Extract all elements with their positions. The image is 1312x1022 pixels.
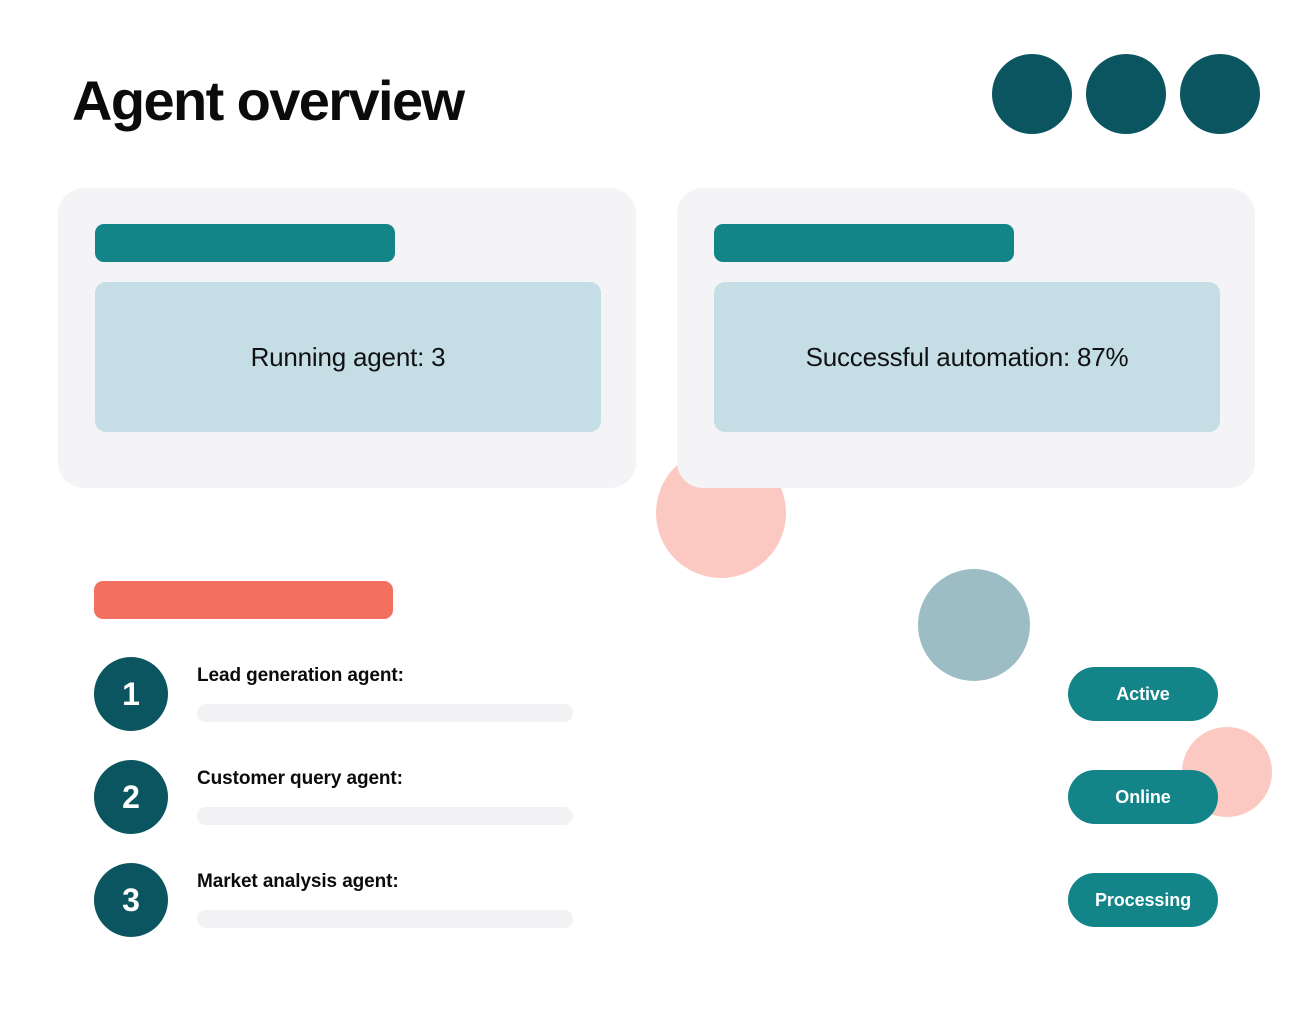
header-decorative-dots (992, 54, 1260, 134)
agent-detail-placeholder-bar (197, 910, 573, 928)
status-badge-online[interactable]: Online (1068, 770, 1218, 824)
agent-list: 1 Lead generation agent: 2 Customer quer… (94, 657, 574, 966)
list-item[interactable]: 1 Lead generation agent: (94, 657, 574, 760)
agent-name-label: Customer query agent: (197, 768, 403, 789)
agent-number-label: 3 (122, 882, 140, 918)
list-item[interactable]: 3 Market analysis agent: (94, 863, 574, 966)
stat-card-panel-2: Successful automation: 87% (714, 282, 1220, 432)
page-title: Agent overview (72, 69, 465, 132)
agent-body: Market analysis agent: (197, 871, 574, 928)
stat-card-successful-automation[interactable]: Successful automation: 87% (677, 188, 1255, 488)
status-badge-active[interactable]: Active (1068, 667, 1218, 721)
agent-number-label: 1 (122, 676, 140, 712)
agent-number-badge: 3 (94, 863, 168, 937)
circle-icon-1 (992, 54, 1072, 134)
agent-name-label: Market analysis agent: (197, 871, 399, 892)
status-pill-group: Active Online Processing (1068, 667, 1218, 927)
circle-icon-3 (1180, 54, 1260, 134)
agent-body: Customer query agent: (197, 768, 574, 825)
circle-icon-2 (1086, 54, 1166, 134)
section-heading-placeholder-bar (94, 581, 393, 619)
agent-detail-placeholder-bar (197, 704, 573, 722)
agent-number-label: 2 (122, 779, 140, 815)
stat-card-running-agents[interactable]: Running agent: 3 (58, 188, 636, 488)
stat-card-value-2: Successful automation: 87% (805, 341, 1129, 372)
steel-circle-decoration (918, 569, 1030, 681)
agent-number-badge: 2 (94, 760, 168, 834)
status-badge-processing[interactable]: Processing (1068, 873, 1218, 927)
stat-card-title-placeholder-2 (714, 224, 1014, 262)
stat-card-value-1: Running agent: 3 (250, 341, 446, 372)
list-item[interactable]: 2 Customer query agent: (94, 760, 574, 863)
agent-number-badge: 1 (94, 657, 168, 731)
agent-body: Lead generation agent: (197, 665, 574, 722)
agent-name-label: Lead generation agent: (197, 665, 404, 686)
stat-card-title-placeholder-1 (95, 224, 395, 262)
stat-card-panel-1: Running agent: 3 (95, 282, 601, 432)
agent-detail-placeholder-bar (197, 807, 573, 825)
